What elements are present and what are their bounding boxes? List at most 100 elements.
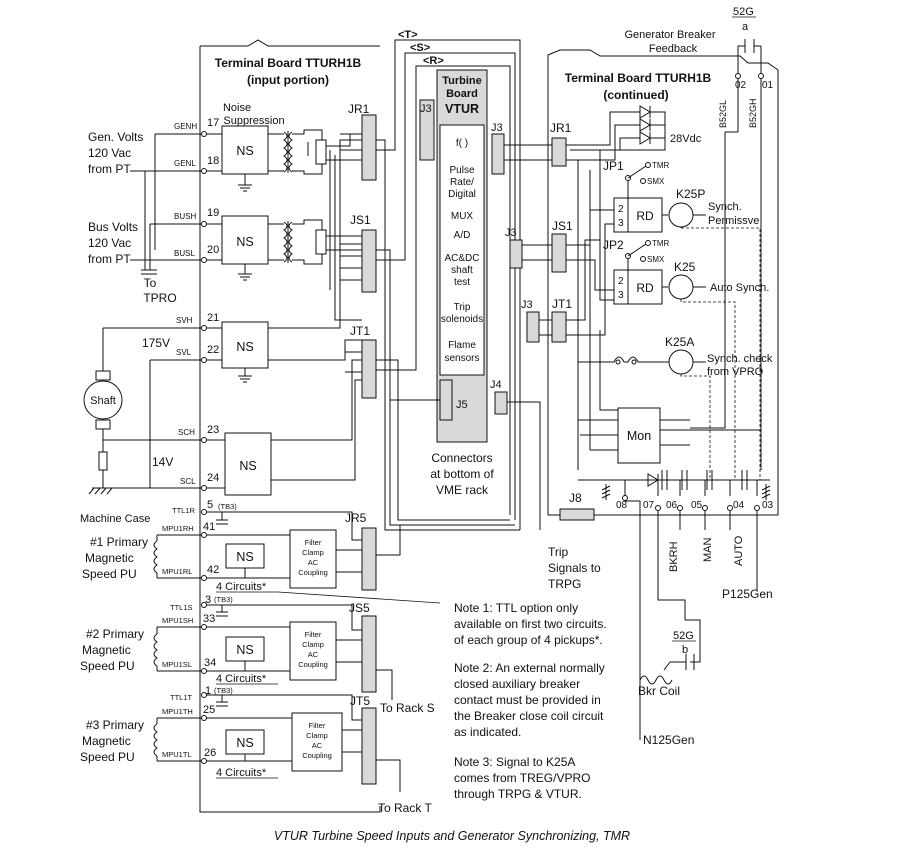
term-41: 41 — [203, 521, 215, 533]
mon-label: Mon — [627, 429, 651, 443]
filter-box-3 — [291, 712, 343, 772]
rack-t-label: <T> — [398, 29, 418, 41]
j8-label: J8 — [569, 491, 582, 505]
mon-box — [617, 407, 661, 464]
term-20: 20 — [207, 244, 219, 256]
synch-perm-2: Permissve — [708, 215, 759, 227]
jp2-smx: SMX — [647, 255, 665, 264]
trip-3: TRPG — [548, 577, 581, 591]
sig-mpu1sh: MPU1SH — [162, 616, 193, 625]
right-board-subtitle: (continued) — [603, 88, 668, 102]
ns-box-sv — [221, 321, 269, 369]
j3-label-b: J3 — [491, 122, 503, 134]
term-07: 07 — [643, 500, 655, 511]
bkrh-label: BKRH — [668, 541, 680, 572]
filter3-2: AC — [312, 741, 323, 750]
machine-case-label: Machine Case — [80, 513, 150, 525]
bus-volts-line2: 120 Vac — [88, 236, 131, 250]
filter2-1: Clamp — [302, 640, 324, 649]
shaft: Shaft Machine Case — [80, 360, 204, 525]
term-02: 02 — [735, 80, 747, 91]
sig-mpu1tl: MPU1TL — [162, 750, 192, 759]
ns-label-sv: NS — [236, 340, 253, 354]
synch-check-1: Synch. check — [707, 353, 773, 365]
left-terminal-board: Terminal Board TTURH1B (input portion) N… — [199, 39, 381, 813]
rack-s-label: <S> — [410, 42, 430, 54]
rd-box-1 — [613, 197, 663, 233]
ns-label-sc: NS — [239, 459, 256, 473]
jp2-label: JP2 — [603, 238, 624, 252]
shaft-label: Shaft — [90, 395, 116, 407]
v175-label: 175V — [142, 336, 170, 350]
fn-12: sensors — [444, 353, 479, 364]
figure-caption: VTUR Turbine Speed Inputs and Generator … — [274, 829, 630, 843]
conn-jt1-left — [361, 339, 377, 399]
sig-mpu1sl: MPU1SL — [162, 660, 192, 669]
term-17: 17 — [207, 117, 219, 129]
term-04: 04 — [733, 500, 745, 511]
term-21: 21 — [207, 312, 219, 324]
b52gl-label: B52GL — [718, 100, 728, 128]
ns-label-pu2: NS — [236, 643, 253, 657]
term-22: 22 — [207, 344, 219, 356]
g52-a: a — [742, 21, 749, 33]
term-33: 33 — [203, 613, 215, 625]
fn-3: Digital — [448, 189, 476, 200]
term-3: 3 — [205, 594, 211, 606]
js1-right-label: JS1 — [552, 219, 573, 233]
term-18: 18 — [207, 155, 219, 167]
four-circuits-3: 4 Circuits* — [216, 767, 267, 779]
notes: Note 1: TTL option only available on fir… — [454, 601, 607, 801]
sig-scl: SCL — [180, 477, 196, 486]
filter1-0: Filter — [305, 538, 322, 547]
bkr-coil-label: Bkr Coil — [638, 684, 680, 698]
jt1-right-label: JT1 — [552, 297, 572, 311]
vdc28-label: 28Vdc — [670, 133, 702, 145]
conn-j3-left — [419, 99, 435, 161]
left-connectors: JR1 JS1 JT1 — [329, 102, 377, 399]
ns-box-pu2 — [225, 636, 265, 662]
term-23: 23 — [207, 424, 219, 436]
to-rack-s: To Rack S — [380, 701, 435, 715]
rd2-label: RD — [636, 281, 654, 295]
ns-label-bus: NS — [236, 235, 253, 249]
filter3-0: Filter — [309, 721, 326, 730]
connectors-note-1: Connectors — [431, 451, 492, 465]
note3-l1: Note 3: Signal to K25A — [454, 755, 575, 769]
pu3-line3: Speed PU — [80, 750, 135, 764]
ns-label-pu3: NS — [236, 736, 253, 750]
pickup-2: TTL1S 3 (TB3) #2 Primary Magnetic Speed … — [80, 594, 435, 715]
right-board-title: Terminal Board TTURH1B — [565, 71, 712, 85]
filter-box-1 — [289, 529, 337, 589]
tb3-c: (TB3) — [214, 686, 233, 695]
gen-volts-line1: Gen. Volts — [88, 130, 143, 144]
sig-busl: BUSL — [174, 249, 195, 258]
ns-label-pu1: NS — [236, 550, 253, 564]
ns-box-gen — [221, 125, 269, 175]
trip-1: Trip — [548, 545, 569, 559]
sig-ttl1r: TTL1R — [172, 506, 196, 515]
ns-box-sc — [224, 432, 272, 496]
vtur-title-1: Turbine — [442, 75, 482, 87]
term-05: 05 — [691, 500, 703, 511]
g52b-1: 52G — [673, 630, 694, 642]
jr5-label: JR5 — [345, 511, 367, 525]
jp2-tmr: TMR — [652, 239, 670, 248]
term-19: 19 — [207, 207, 219, 219]
four-circuits-2: 4 Circuits* — [216, 673, 267, 685]
connectors-note-3: VME rack — [436, 483, 489, 497]
shaft-current-input: 14V SCH SCL 23 24 NS — [152, 359, 362, 496]
filter1-3: Coupling — [298, 568, 328, 577]
man-label: MAN — [702, 538, 714, 563]
k25-label: K25 — [674, 260, 696, 274]
term-24: 24 — [207, 472, 219, 484]
fn-10: solenoids — [441, 314, 483, 325]
jp1-smx: SMX — [647, 177, 665, 186]
to-rack-t: To Rack T — [378, 801, 432, 815]
term-01: 01 — [762, 80, 774, 91]
pu2-line2: Magnetic — [82, 643, 131, 657]
pu3-line1: #3 Primary — [86, 718, 144, 732]
noise-label: Noise — [223, 102, 251, 114]
note2-l1: Note 2: An external normally — [454, 661, 605, 675]
